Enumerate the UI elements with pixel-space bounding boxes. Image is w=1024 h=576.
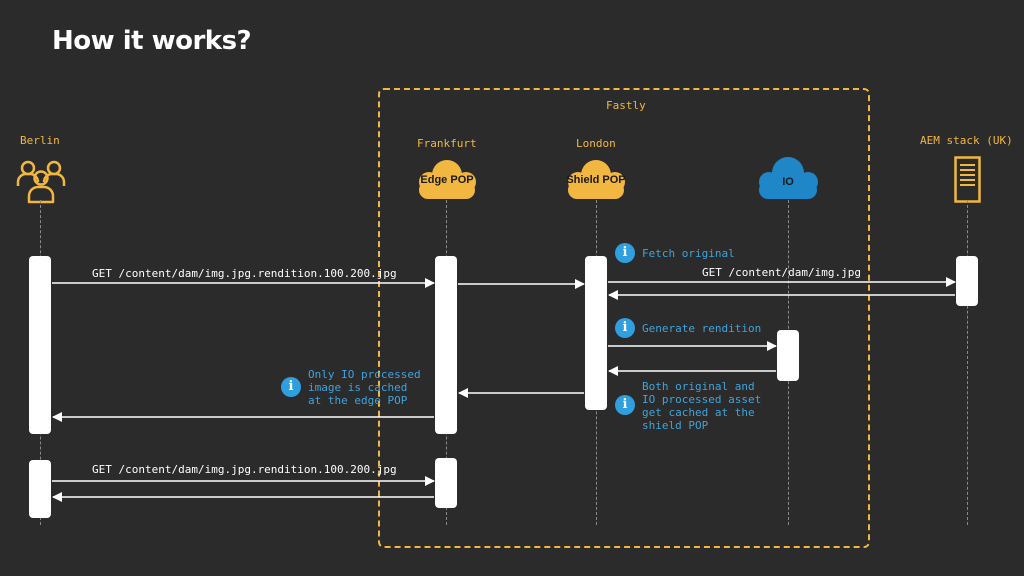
shield-pop-cloud: Shield POP (560, 157, 632, 201)
activation-berlin-2 (29, 460, 51, 518)
note-shield-cache: Both original and IO processed asset get… (642, 380, 762, 432)
message-request-origin: GET /content/dam/img.jpg (702, 266, 861, 279)
message-request-1: GET /content/dam/img.jpg.rendition.100.2… (92, 267, 397, 280)
activation-frankfurt-1 (435, 256, 457, 434)
message-request-2: GET /content/dam/img.jpg.rendition.100.2… (92, 463, 397, 476)
activation-io (777, 330, 799, 381)
info-icon: i (615, 243, 635, 263)
note-fetch: Fetch original (642, 247, 735, 260)
fastly-boundary (378, 88, 870, 548)
activation-london (585, 256, 607, 410)
info-icon: i (281, 377, 301, 397)
note-generate: Generate rendition (642, 322, 762, 335)
users-icon (16, 160, 66, 204)
edge-pop-label: Edge POP (420, 174, 474, 186)
actor-label-berlin: Berlin (20, 134, 60, 147)
activation-berlin-1 (29, 256, 51, 434)
info-icon: i (615, 395, 635, 415)
activation-frankfurt-2 (435, 458, 457, 508)
edge-pop-cloud: Edge POP (411, 157, 483, 201)
lifeline-aem (967, 200, 968, 525)
page-title: How it works? (52, 26, 252, 56)
actor-label-aem: AEM stack (UK) (920, 134, 1013, 147)
io-label: IO (782, 176, 794, 188)
note-edge-cache: Only IO processed image is cached at the… (308, 368, 421, 407)
shield-pop-label: Shield POP (566, 174, 626, 186)
actor-label-frankfurt: Frankfurt (417, 137, 477, 150)
activation-aem (956, 256, 978, 306)
actor-label-london: London (576, 137, 616, 150)
server-icon (954, 156, 981, 203)
io-cloud: IO (752, 155, 824, 201)
info-icon: i (615, 318, 635, 338)
fastly-label: Fastly (606, 99, 646, 112)
